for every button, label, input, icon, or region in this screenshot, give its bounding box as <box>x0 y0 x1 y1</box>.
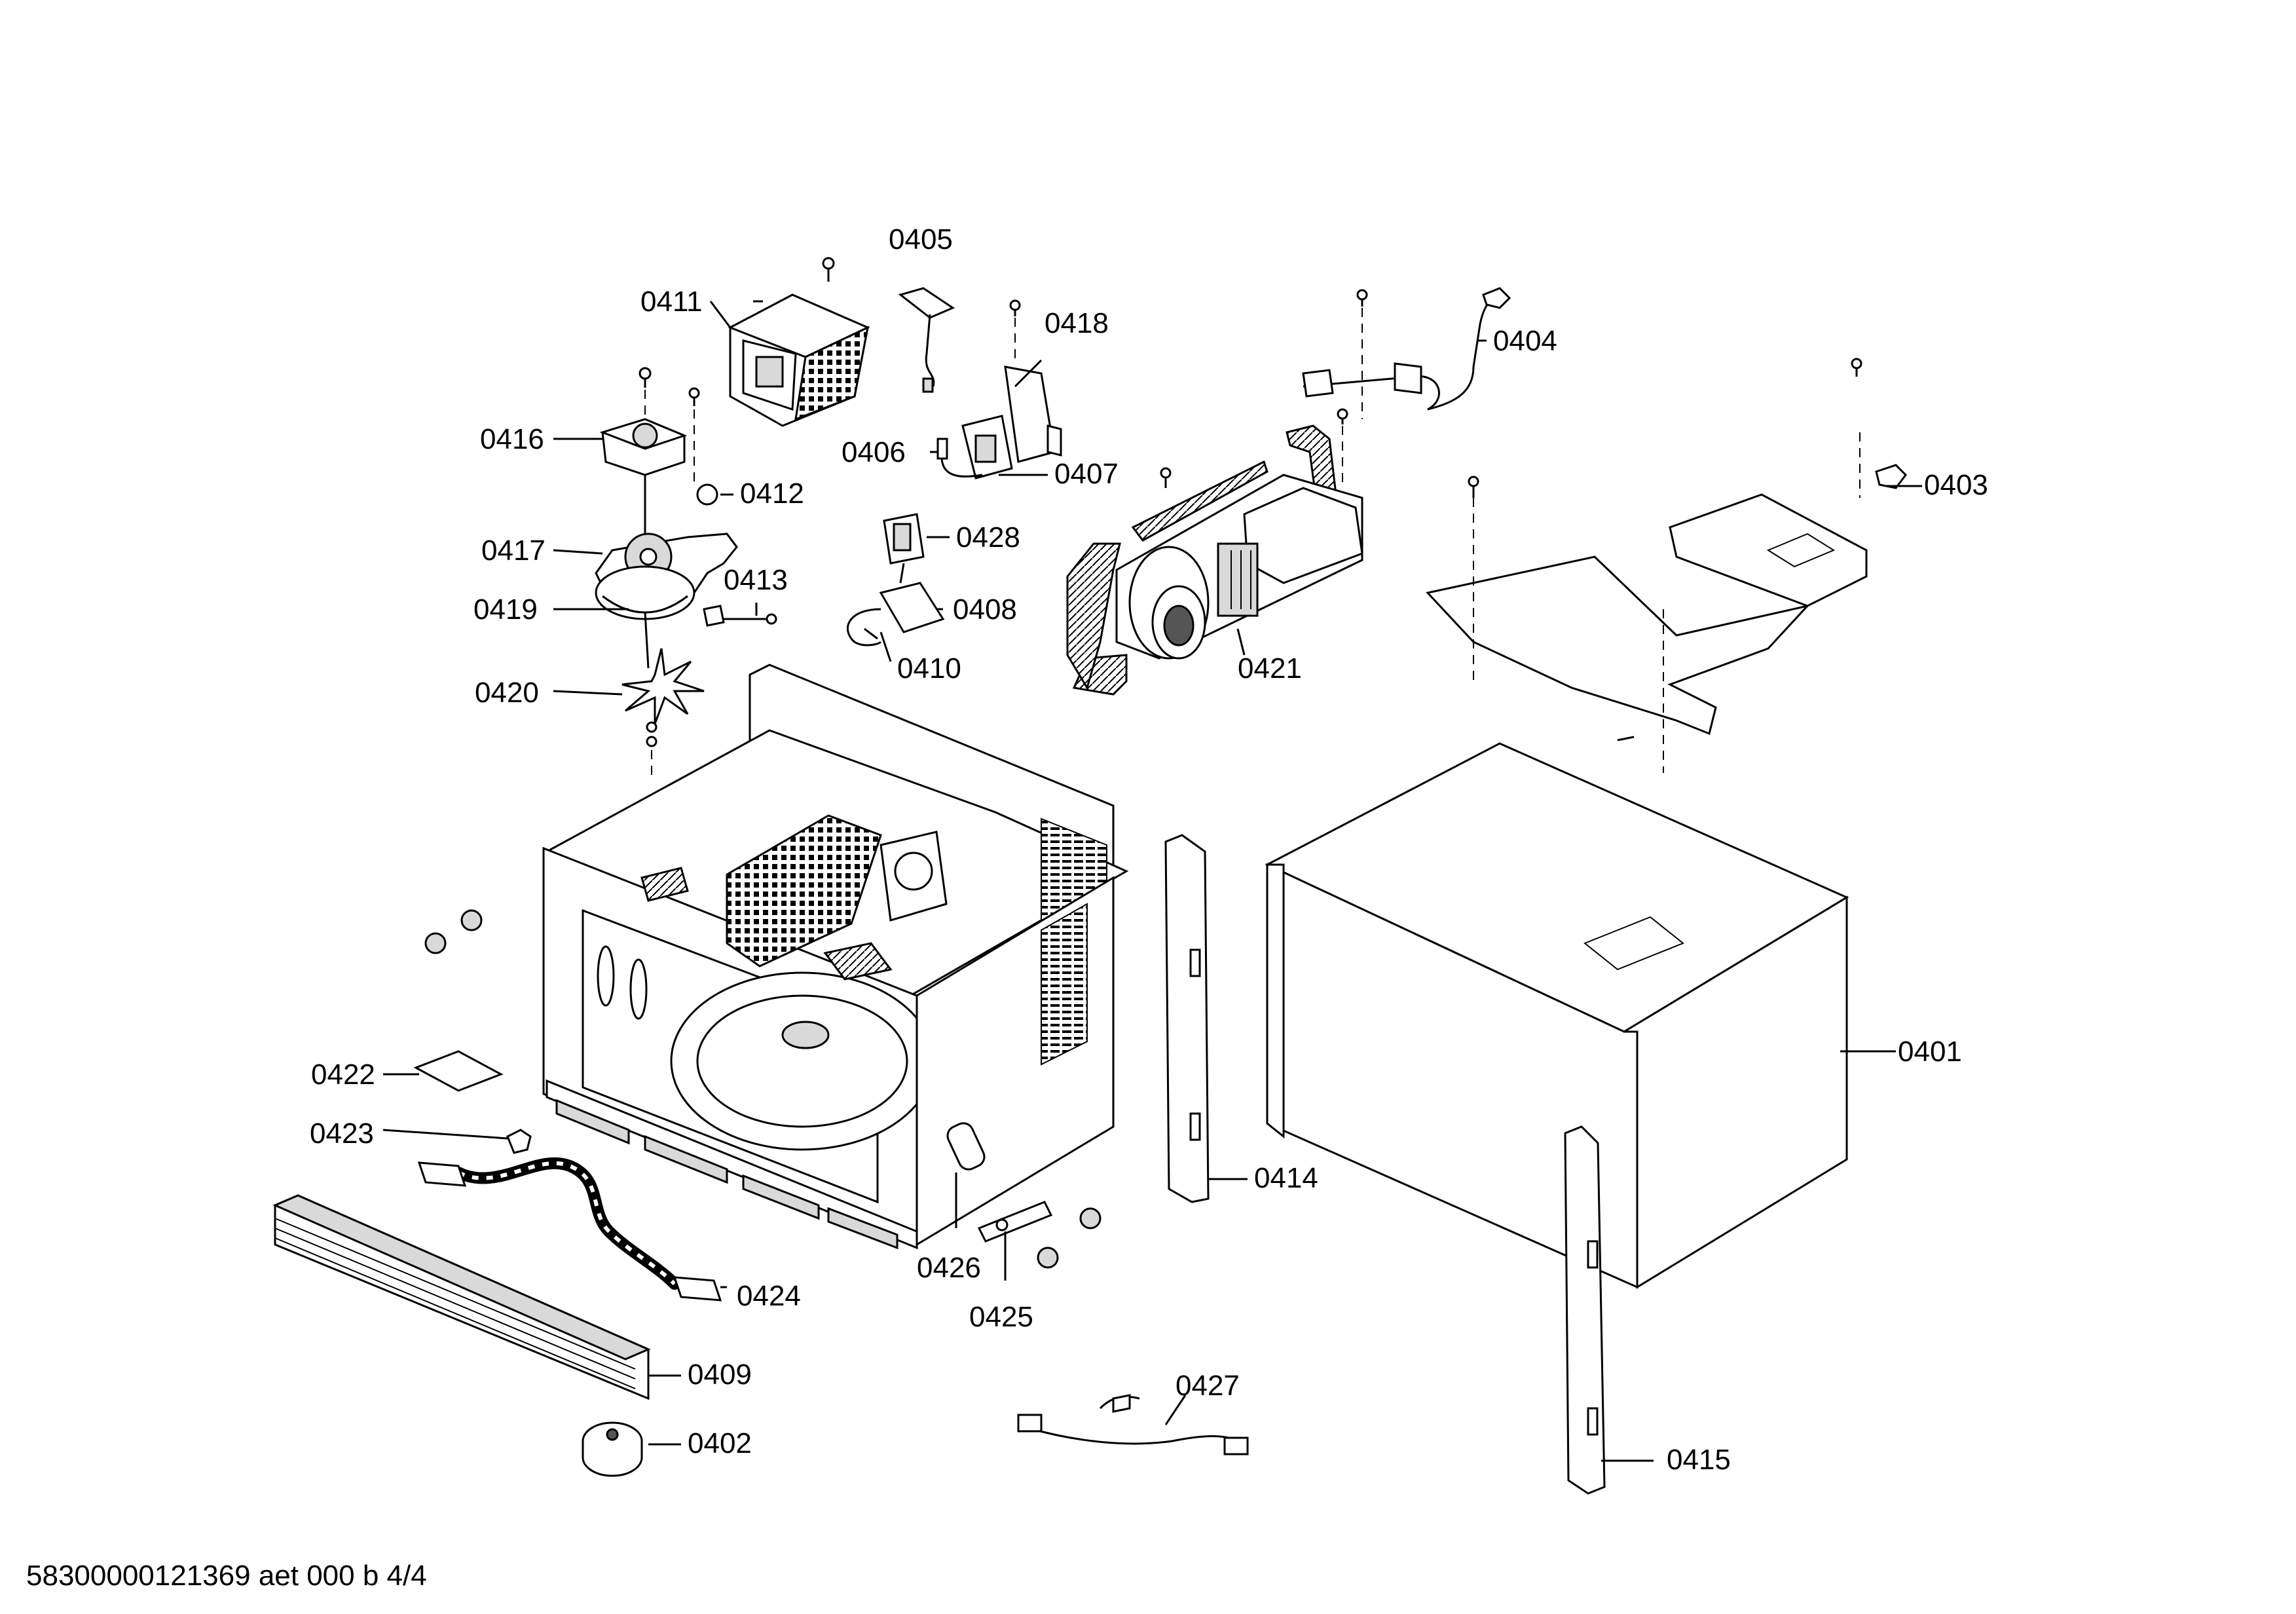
thermostat-0412 <box>688 387 718 506</box>
callout-0405: 0405 <box>889 223 953 255</box>
front-strip-0409 <box>272 1194 651 1400</box>
sensor-0405 <box>898 287 955 393</box>
callout-0415: 0415 <box>1667 1444 1731 1476</box>
rubber-feet <box>424 909 1102 1269</box>
callout-0402: 0402 <box>688 1427 752 1459</box>
cover-plate-0422 <box>413 1050 504 1092</box>
callout-0406: 0406 <box>842 436 906 468</box>
callout-0419: 0419 <box>473 593 538 626</box>
leader-lines <box>382 300 1922 1462</box>
callout-0409: 0409 <box>688 1359 752 1391</box>
callout-0427: 0427 <box>1176 1370 1240 1402</box>
capacitor-0426 <box>946 1122 986 1171</box>
side-rail-0414 <box>1164 834 1210 1203</box>
fan-wheel-0420 <box>621 612 705 779</box>
callout-0424: 0424 <box>737 1280 801 1312</box>
callout-0423: 0423 <box>310 1117 374 1150</box>
callout-0426: 0426 <box>917 1252 981 1284</box>
callout-0414: 0414 <box>1254 1162 1318 1194</box>
capacitor-0408 <box>847 582 945 647</box>
callout-labels: 0401 0402 0403 0404 0405 0406 0407 0408 … <box>310 223 1988 1476</box>
callout-0404: 0404 <box>1493 325 1557 357</box>
fan-housing-0421 <box>1066 408 1363 696</box>
callout-0416: 0416 <box>480 423 544 455</box>
callout-0428: 0428 <box>956 521 1020 554</box>
callout-0401: 0401 <box>1898 1036 1962 1068</box>
callout-0412: 0412 <box>740 478 804 510</box>
callout-0425: 0425 <box>969 1301 1033 1333</box>
sensor-0413 <box>703 605 777 627</box>
mounting-bracket-0403 <box>1426 358 1907 773</box>
callout-0410: 0410 <box>897 652 961 685</box>
callout-0422: 0422 <box>311 1059 375 1091</box>
callout-0418: 0418 <box>1045 307 1109 339</box>
callout-0408: 0408 <box>953 593 1017 626</box>
relay-0428 <box>883 513 925 584</box>
turntable-motor-0402 <box>582 1421 643 1477</box>
callout-0417: 0417 <box>481 535 546 567</box>
outer-casing-0401 <box>1265 742 1849 1289</box>
cable-harness-0404 <box>1302 287 1511 419</box>
door-switch-0425 <box>977 1201 1053 1243</box>
callout-0413: 0413 <box>724 564 788 596</box>
blower-0417 <box>595 533 738 620</box>
oven-cavity <box>542 664 1129 1250</box>
document-footer: 58300000121369 aet 000 b 4/4 <box>26 1560 427 1592</box>
callout-0421: 0421 <box>1238 652 1302 685</box>
motor-0416 <box>599 367 688 537</box>
side-rail-0415 <box>1564 1125 1606 1495</box>
transformer-0411 <box>728 257 870 427</box>
callout-0407: 0407 <box>1054 458 1119 490</box>
control-board-0418 <box>936 299 1062 479</box>
callout-0411: 0411 <box>640 286 703 318</box>
heating-element-0424 <box>417 1129 722 1302</box>
wire-harness-0427 <box>1017 1394 1249 1455</box>
callout-0420: 0420 <box>475 677 539 709</box>
callout-0403: 0403 <box>1924 469 1988 501</box>
